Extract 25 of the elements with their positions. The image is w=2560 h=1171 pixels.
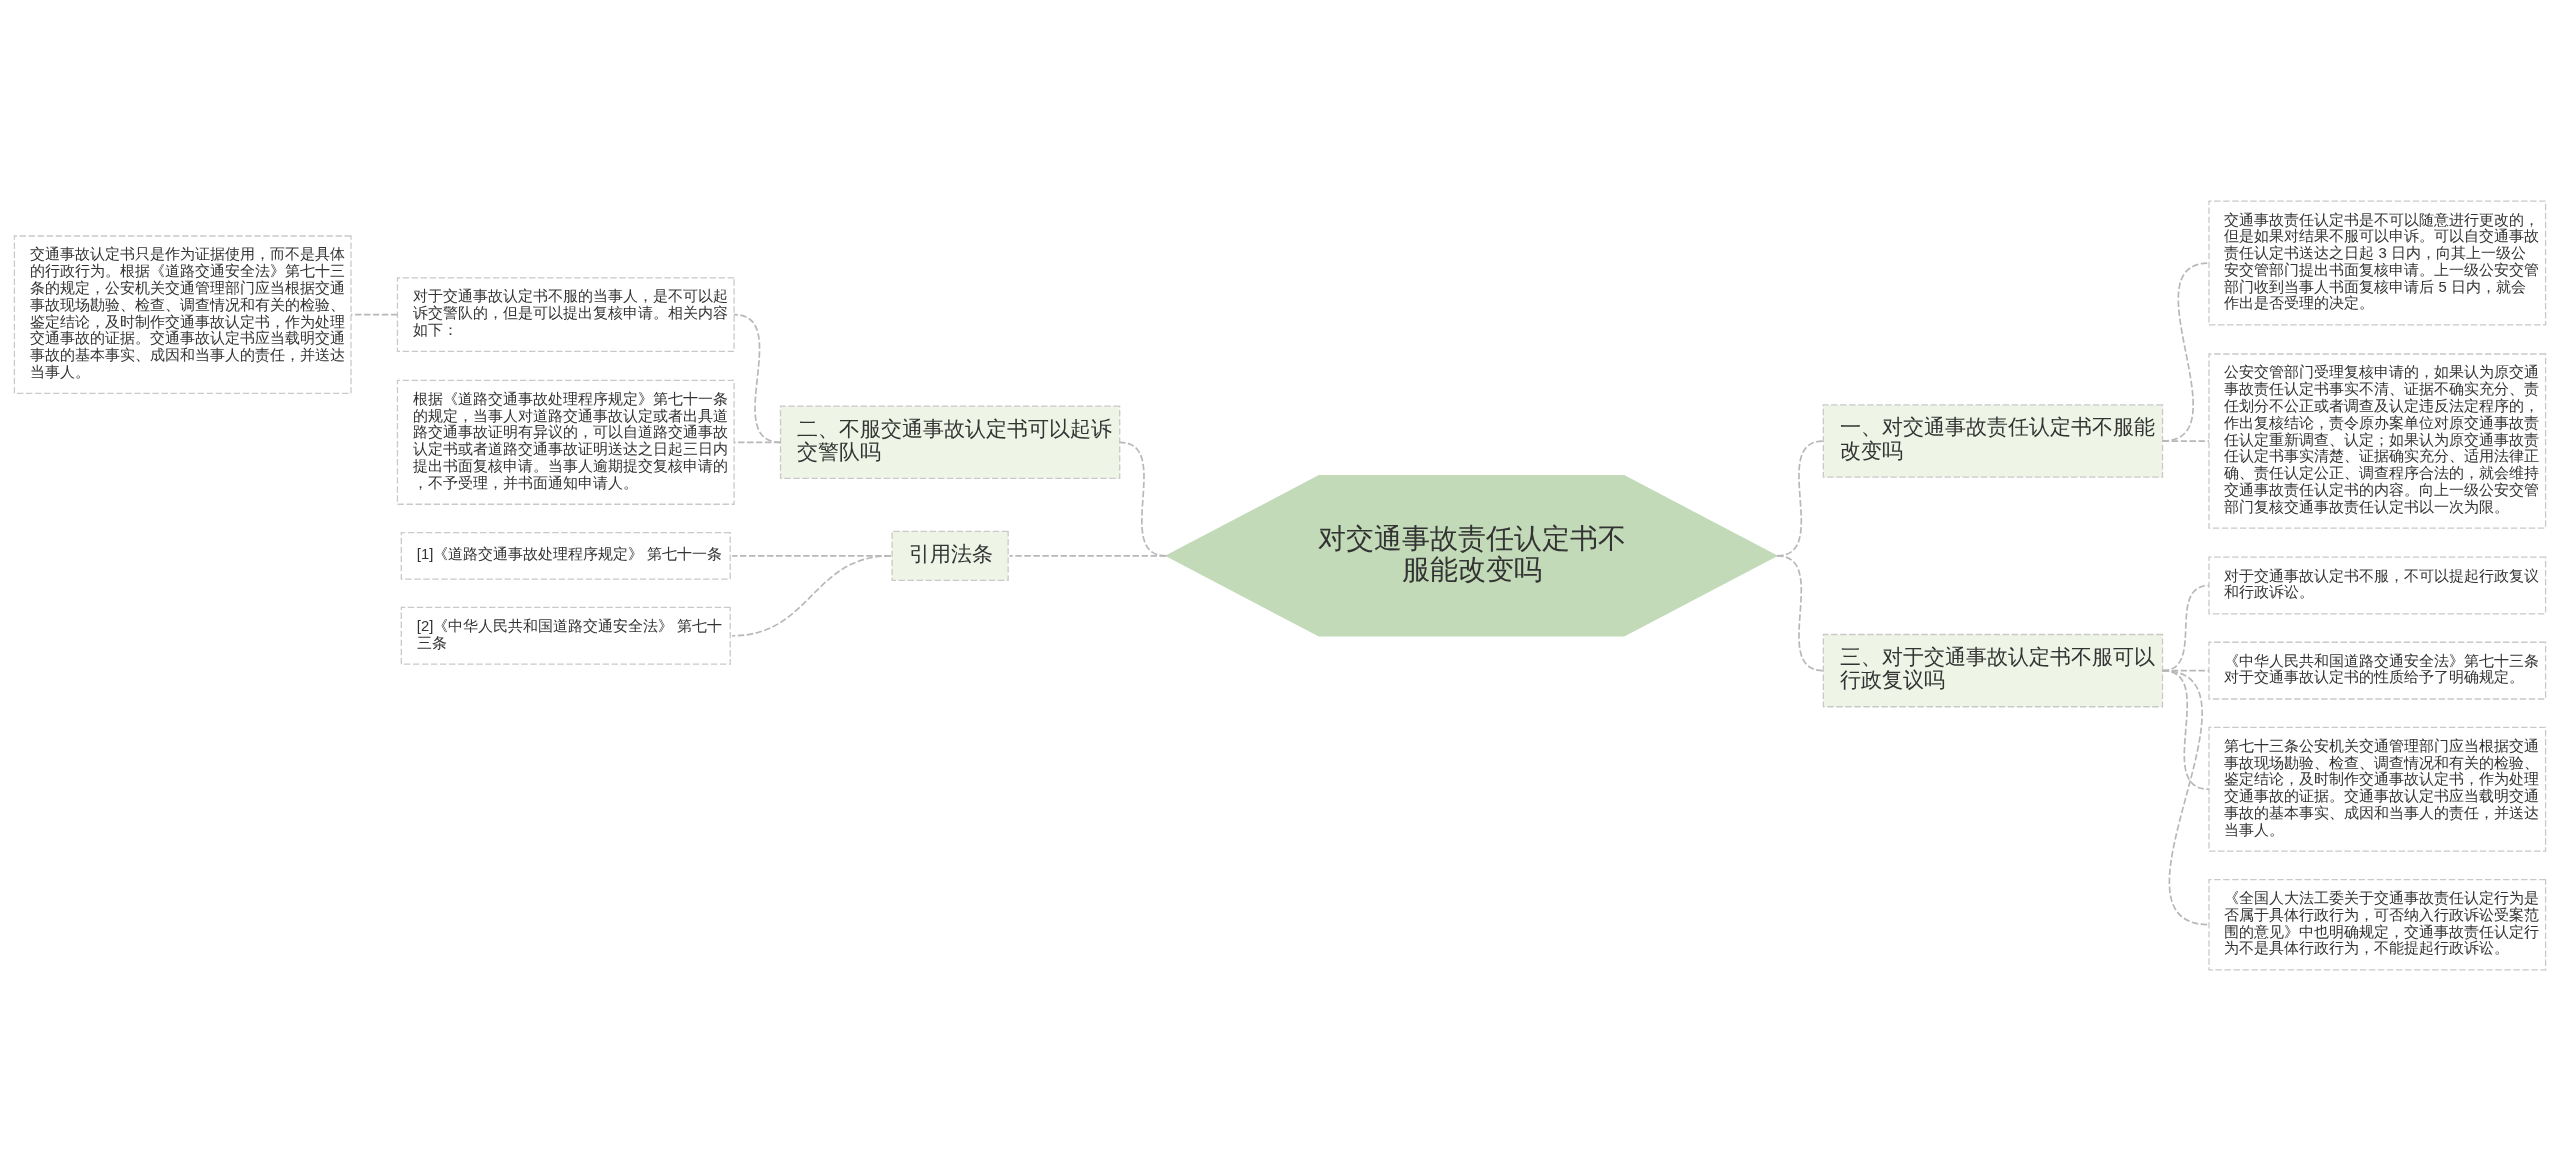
node-box: [1]《道路交通事故处理程序规定》 第七十一条 [400, 531, 731, 580]
node-box: [2]《中华人民共和国道路交通安全法》 第七十三条 [400, 606, 731, 665]
connector [2161, 669, 2210, 926]
node-box: 二、不服交通事故认定书可以起诉交警队吗 [779, 405, 1121, 480]
node-box: 对于交通事故认定书不服的当事人，是不可以起诉交警队的，但是可以提出复核申请。相关内容如下： [396, 277, 735, 353]
node-box: 根据《道路交通事故处理程序规定》第七十一条的规定，当事人对道路交通事故认定或者出具道路交通事故证明有异议的，可以自道路交通事故认定书或者道路交通事故证明送达之日起三日内提出书面复核申请。当事人逾期提交复核申请的，不予受理，并书面通知申请人。 [396, 379, 735, 505]
node-box: 《中华人民共和国道路交通安全法》第七十三条对于交通事故认定书的性质给予了明确规定。 [2208, 641, 2547, 700]
node-box: 《全国人大法工委关于交通事故责任认定行为是否属于具体行政行为，可否纳入行政诉讼受案范围的意见》中也明确规定，交通事故责任认定行为不是具体行政行为，不能提起行政诉讼。 [2208, 878, 2547, 971]
node-box: 引用法条 [891, 530, 1009, 581]
node-box: 一、对交通事故责任认定书不服能改变吗 [1822, 404, 2164, 478]
connector [733, 441, 782, 444]
connector [350, 313, 399, 316]
node-box: 公安交管部门受理复核申请的，如果认为原交通事故责任认定书事实不清、证据不确实充分、责任划分不公正或者调查及认定违反法定程序的，作出复核结论，责令原办案单位对原交通事故责任认定重新调查、认定；如果认为原交通事故责任认定书事实清楚、证据确实充分、适用法律正确、责任认定公正、调查程序合法的，就会维持交通事故责任认定书的内容。向上一级公安交管部门复核交通事故责任认定书以一次为限。 [2208, 353, 2547, 529]
node-box: 第七十三条公安机关交通管理部门应当根据交通事故现场勘验、检查、调查情况和有关的检验、鉴定结论，及时制作交通事故认定书，作为处理交通事故的证据。交通事故认定书应当载明交通事故的基本事实、成因和当事人的责任，并送达当事人。 [2208, 726, 2547, 852]
connector [2161, 262, 2210, 442]
node-box: 交通事故认定书只是作为证据使用，而不是具体的行政行为。根据《道路交通安全法》第七十三条的规定，公安机关交通管理部门应当根据交通事故现场勘验、检查、调查情况和有关的检验、鉴定结论，及时制作交通事故认定书，作为处理交通事故的证据。交通事故认定书应当载明交通事故的基本事实、成因和当事人的责任，并送达当事人。 [13, 235, 352, 394]
connector [1776, 555, 1825, 672]
node-box: 三、对于交通事故认定书不服可以行政复议吗 [1822, 633, 2164, 708]
node-box: 对于交通事故认定书不服，不可以提起行政复议和行政诉讼。 [2208, 556, 2547, 615]
connector [2161, 440, 2210, 442]
connector [731, 555, 892, 637]
connector [1008, 555, 1167, 557]
connector [733, 313, 782, 444]
node-box: 交通事故责任认定书是不可以随意进行更改的，但是如果对结果不服可以申诉。可以自交通事故责任认定书送达之日起 3 日内，向其上一级公安交管部门提出书面复核申请。上一级公安交管部门收到当事人书面复核申请后 5 日内，就会作出是否受理的决定。 [2208, 200, 2547, 326]
connector [2161, 669, 2210, 791]
